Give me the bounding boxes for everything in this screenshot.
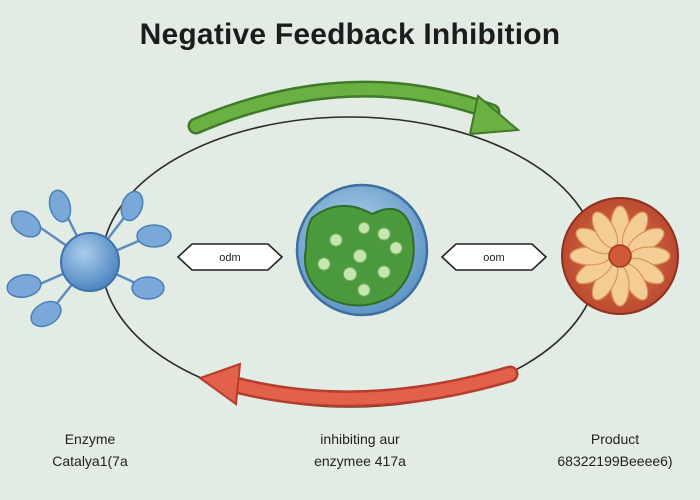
- enzyme-caption-title: Enzyme: [64, 431, 116, 447]
- substrate-cell-icon: [295, 183, 429, 317]
- left-connector-tag: odm: [176, 243, 284, 271]
- right-connector-tag: oom: [440, 243, 548, 271]
- product-molecule-icon: [561, 197, 679, 315]
- enzyme-molecule-icon: [6, 189, 172, 328]
- inhibition-caption: inhibiting aur enzymee 417a: [265, 428, 455, 472]
- left-connector-label: odm: [219, 252, 240, 264]
- product-caption-title: Product: [590, 431, 640, 447]
- diagram-title: Negative Feedback Inhibition: [139, 18, 561, 51]
- enzyme-caption-subtitle: Catalya1(7a: [52, 453, 128, 469]
- inhibition-caption-subtitle: enzymee 417a: [314, 453, 406, 469]
- feedback-arrow-icon: [197, 362, 519, 408]
- product-caption: Product 68322199Beeee6): [530, 428, 700, 472]
- forward-arrow-icon: [187, 80, 521, 136]
- right-connector-label: oom: [483, 252, 504, 264]
- inhibition-caption-title: inhibiting aur: [320, 431, 400, 447]
- enzyme-caption: Enzyme Catalya1(7a: [20, 428, 160, 472]
- product-caption-subtitle: 68322199Beeee6): [557, 453, 673, 469]
